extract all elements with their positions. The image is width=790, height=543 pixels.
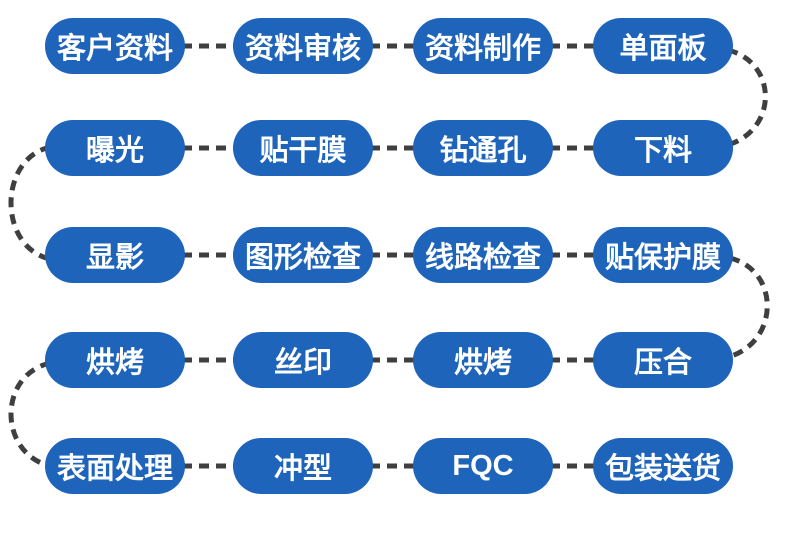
process-step: 表面处理 xyxy=(45,438,185,494)
process-step: 烘烤 xyxy=(413,332,553,388)
dashed-curve-right-1 xyxy=(723,47,768,149)
process-step: 资料审核 xyxy=(233,18,373,74)
process-step: 线路检查 xyxy=(413,227,553,283)
process-step: 曝光 xyxy=(45,120,185,176)
dashed-curve-left-2 xyxy=(8,360,51,469)
process-step: 资料制作 xyxy=(413,18,553,74)
process-step: 单面板 xyxy=(593,18,733,74)
process-step: 下料 xyxy=(593,120,733,176)
process-step: 贴保护膜 xyxy=(593,227,733,283)
process-step: 包装送货 xyxy=(593,438,733,494)
process-step: 丝印 xyxy=(233,332,373,388)
process-step: 客户资料 xyxy=(45,18,185,74)
process-step: 压合 xyxy=(593,332,733,388)
process-step: 钻通孔 xyxy=(413,120,553,176)
process-step: 图形检查 xyxy=(233,227,373,283)
process-step: 显影 xyxy=(45,227,185,283)
dashed-curve-right-2 xyxy=(727,255,770,360)
process-step: 烘烤 xyxy=(45,332,185,388)
process-step: 冲型 xyxy=(233,438,373,494)
process-step: 贴干膜 xyxy=(233,120,373,176)
process-step: FQC xyxy=(413,438,553,494)
dashed-curve-left-1 xyxy=(8,144,51,262)
